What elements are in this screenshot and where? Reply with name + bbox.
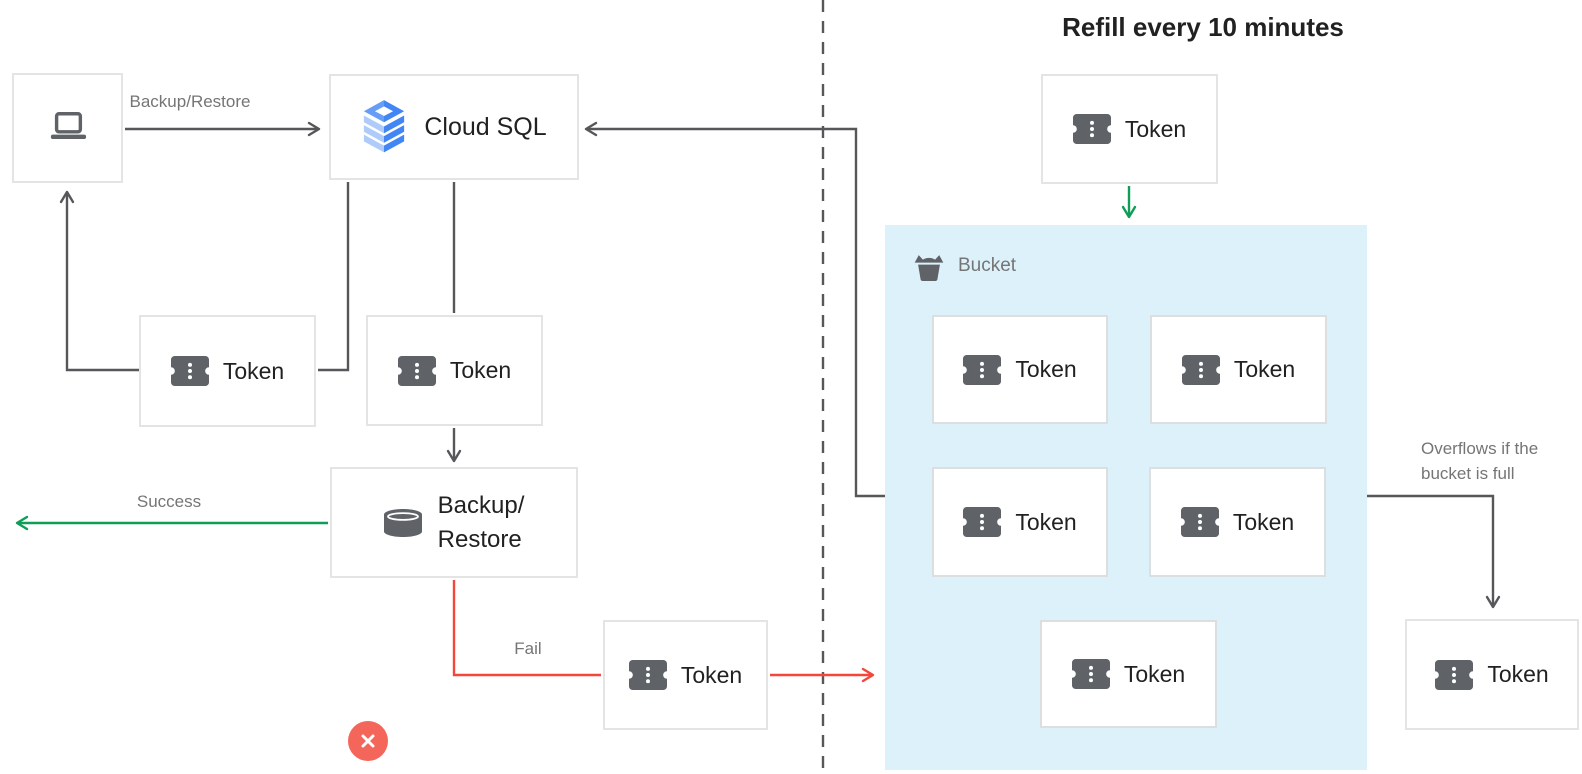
token-ticket-icon [1072, 114, 1111, 144]
token-label: Token [1015, 508, 1077, 535]
token-label: Token [449, 357, 512, 383]
token-ticket-icon [1181, 354, 1220, 385]
token-label: Token [1487, 661, 1549, 687]
token-left-node: Token [139, 315, 388, 761]
backup-restore-node: Backup/ Restore [330, 467, 578, 578]
cloud-sql-label: Cloud SQL [424, 112, 547, 141]
edge-cloudsql-to-token-left [318, 182, 350, 372]
fail-token-node: Token [603, 620, 768, 730]
token-label: Token [1233, 356, 1296, 382]
bucket-label: Bucket [958, 255, 1017, 276]
token-label: Token [680, 661, 743, 688]
cloud-sql-node: Cloud SQL [329, 74, 579, 180]
edge-label-backup-restore: Backup/Restore [129, 92, 251, 111]
edge-fail [452, 580, 601, 677]
token-ticket-icon [963, 507, 1002, 537]
bucket-token-4: Token [1149, 467, 1326, 577]
overflow-token-node: Token [1405, 619, 1579, 730]
bucket-token-3: Token [932, 467, 1108, 577]
bucket-icon [914, 255, 944, 281]
token-label: Token [1123, 660, 1186, 687]
token-label: Token [1015, 356, 1077, 382]
token-ticket-icon [397, 355, 436, 386]
error-badge [348, 721, 388, 761]
token-ticket-icon [628, 660, 667, 690]
refill-title: Refill every 10 minutes [1062, 12, 1344, 42]
edge-label-success: Success [136, 492, 202, 511]
token-ticket-icon [170, 356, 209, 386]
x-circle-icon [361, 734, 375, 748]
cloud-sql-icon [364, 100, 405, 153]
bucket-token-1: Token [932, 315, 1108, 424]
bucket-token-5: Token [1040, 620, 1217, 728]
backup-restore-label: Backup/ Restore [437, 491, 525, 553]
token-bucket-region: Bucket Token Token Token [885, 225, 1367, 770]
edge-token-left-to-client [59, 190, 139, 372]
client-node [12, 73, 123, 183]
laptop-icon [50, 112, 86, 140]
token-ticket-icon [1180, 507, 1219, 537]
token-mid-node: Token [366, 315, 543, 426]
token-label: Token [222, 357, 285, 384]
edge-overflow [1367, 494, 1501, 609]
token-ticket-icon [1071, 659, 1110, 689]
edge-label-fail: Fail [514, 639, 542, 658]
bucket-header: Bucket [912, 251, 1016, 281]
database-icon [383, 508, 422, 537]
token-ticket-icon [963, 354, 1002, 385]
refill-token-node: Token [1041, 74, 1218, 184]
bucket-token-2: Token [1150, 315, 1327, 424]
edge-label-overflow: Overflows if the bucket is full [1421, 439, 1539, 483]
token-ticket-icon [1435, 659, 1474, 690]
token-label: Token [1232, 508, 1295, 535]
edge-bucket-to-cloudsql [584, 121, 885, 498]
token-label: Token [1124, 115, 1187, 142]
